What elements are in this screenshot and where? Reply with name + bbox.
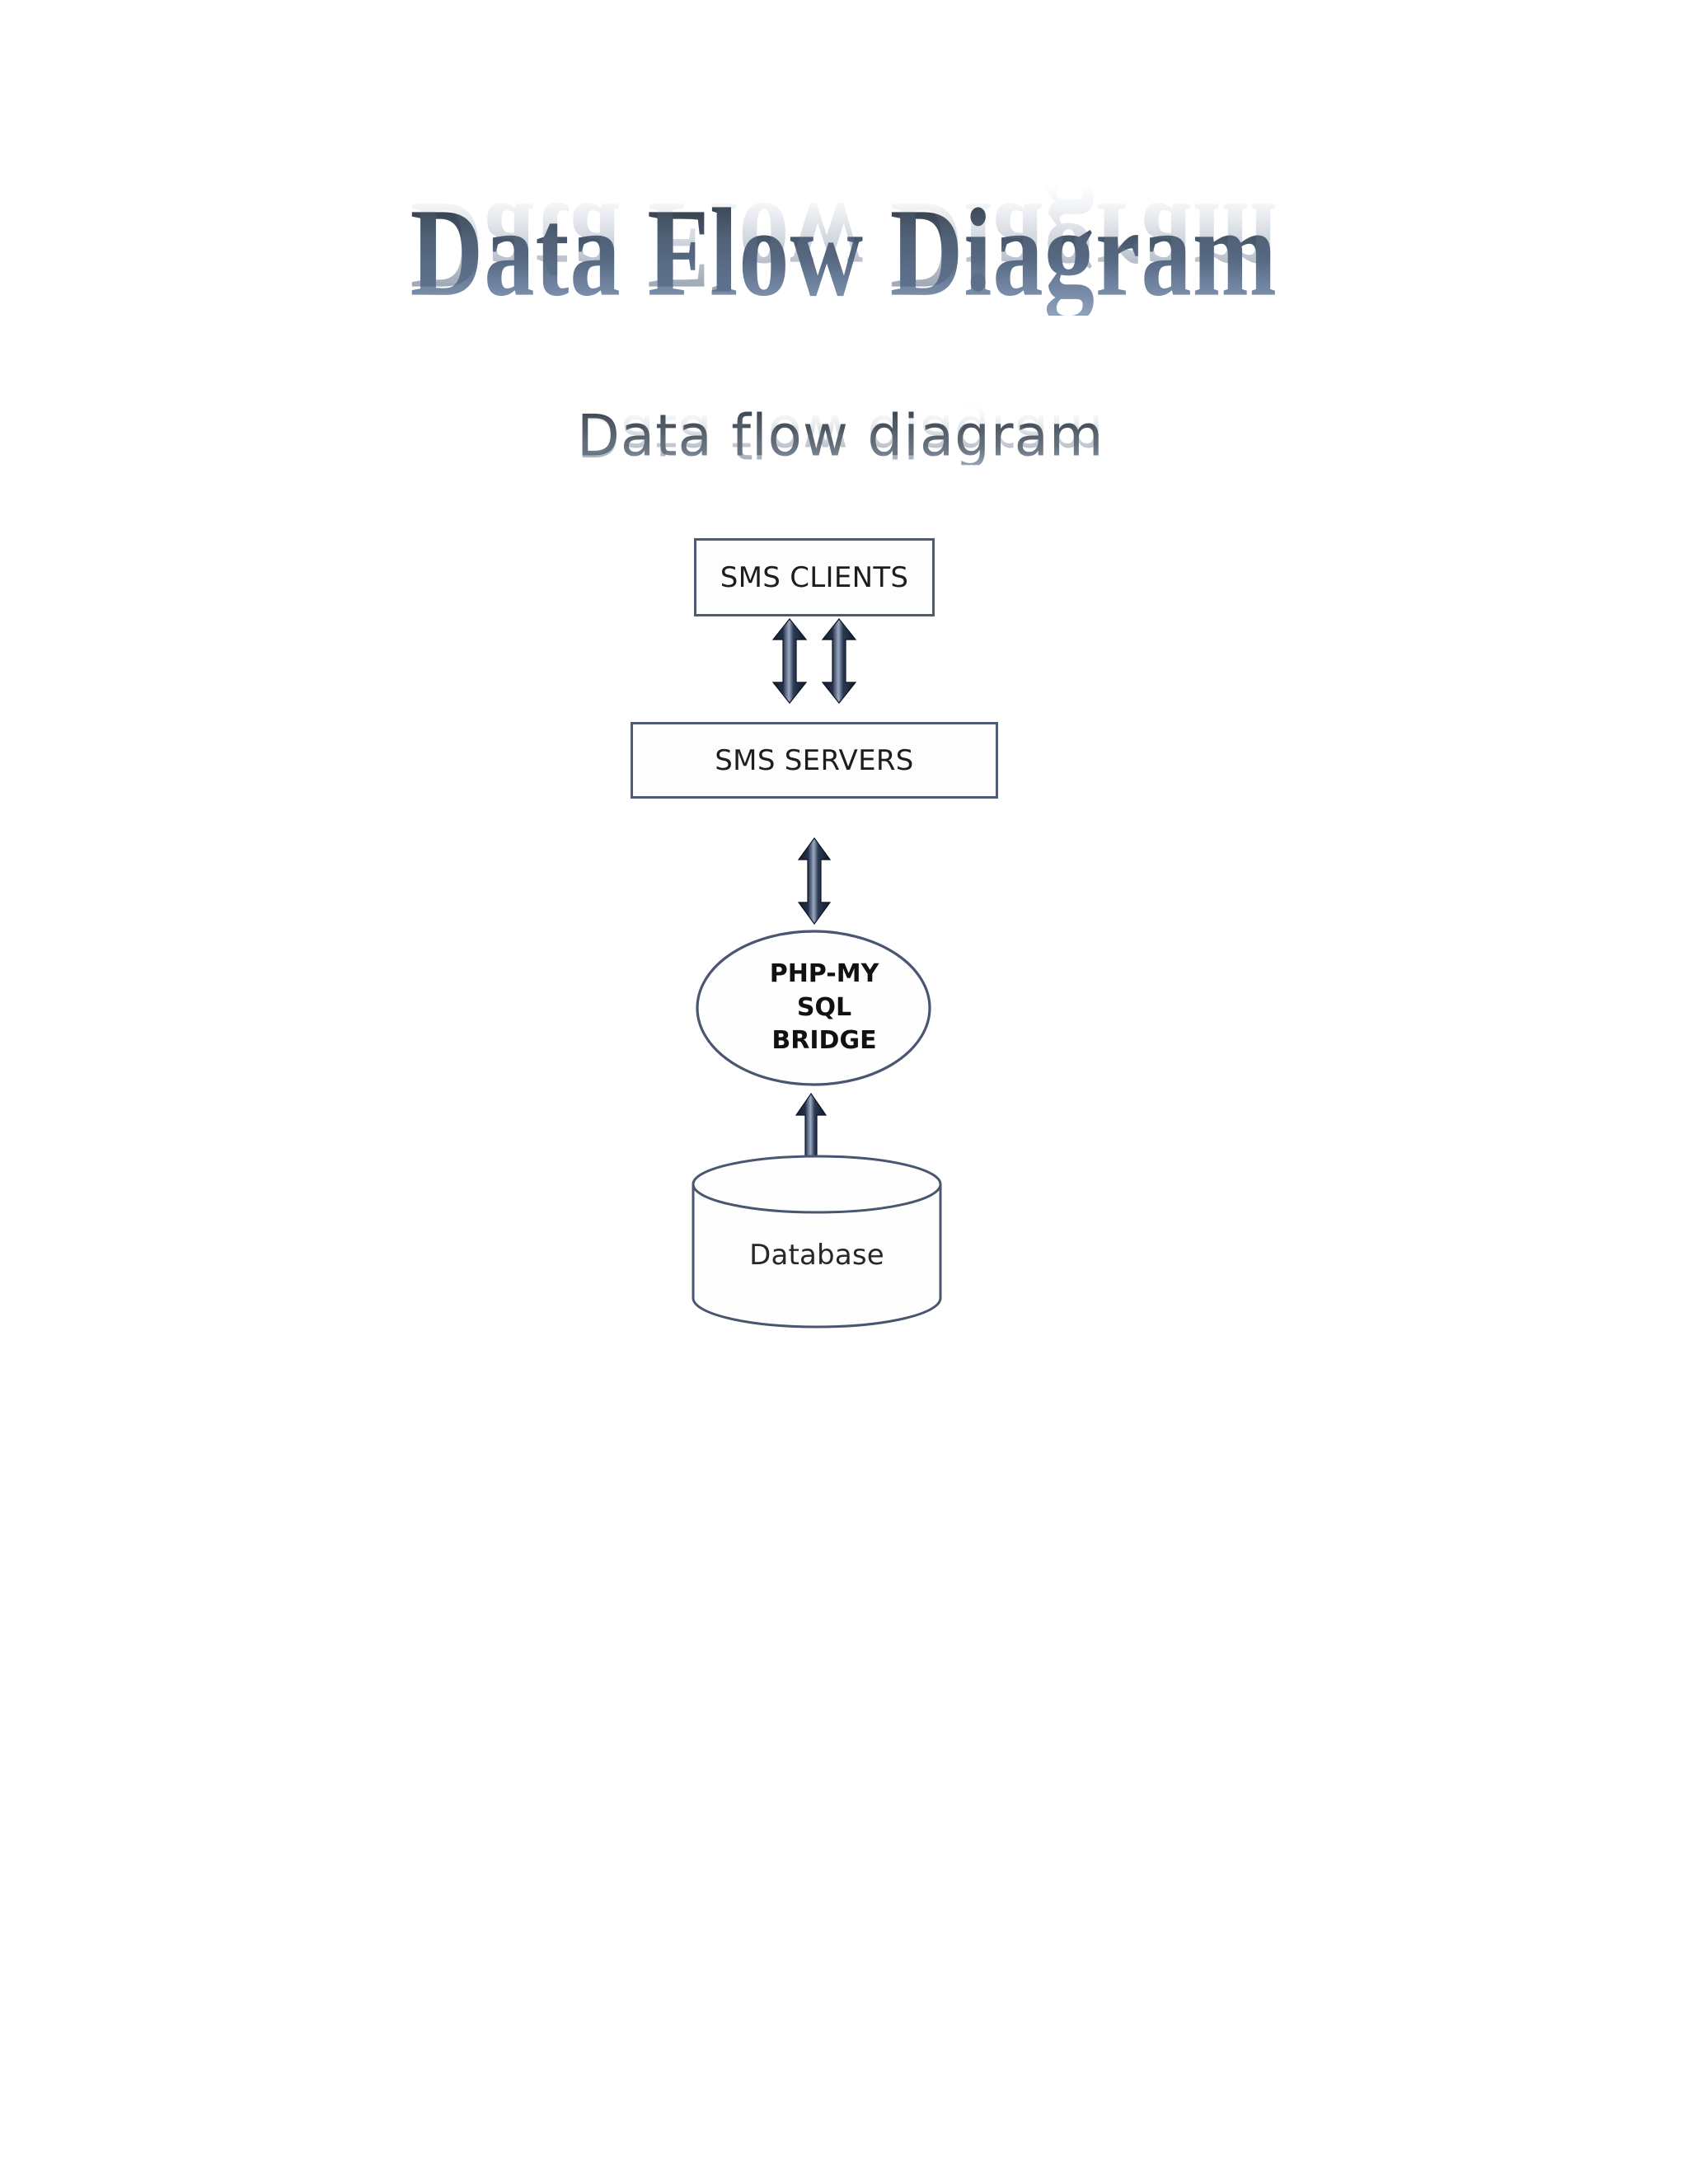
- node-sms-clients[interactable]: SMS CLIENTS: [694, 538, 935, 616]
- node-sms-servers-label: SMS SERVERS: [715, 743, 914, 777]
- page-subtitle-reflection-text: Data flow diagram: [577, 401, 1104, 469]
- node-database-label-text: Database: [749, 1239, 884, 1272]
- page-title: Data Flow Diagram: [0, 181, 1688, 404]
- node-php-my-sql-bridge[interactable]: PHP-MY SQL BRIDGE: [695, 929, 932, 1087]
- ellipse-shape: [696, 930, 931, 1086]
- page-subtitle-text: Data flow diagram: [577, 402, 1104, 470]
- page-title-text: Data Flow Diagram: [410, 181, 1278, 323]
- arrow-sms-servers-php-my-sql-bridge: [793, 837, 836, 926]
- node-sms-clients-label: SMS CLIENTS: [720, 560, 909, 594]
- node-database-label: Database: [691, 1154, 943, 1329]
- arrow-sms-clients-sms-servers-right: [818, 618, 860, 704]
- node-sms-servers[interactable]: SMS SERVERS: [631, 722, 998, 799]
- bridge-label-line-3: BRIDGE: [771, 1026, 877, 1056]
- page-title-reflection: Data Flow Diagram: [0, 176, 1688, 418]
- bridge-label-line-2: SQL: [796, 992, 852, 1022]
- arrow-sms-clients-sms-servers-left: [768, 618, 811, 704]
- node-php-my-sql-bridge-label: PHP-MY SQL BRIDGE: [695, 929, 932, 1087]
- node-database[interactable]: Database: [691, 1154, 943, 1329]
- page-title-reflection-text: Data Flow Diagram: [410, 176, 1278, 317]
- cylinder-shape: [692, 1155, 942, 1329]
- page-subtitle-reflection: Data flow diagram: [577, 401, 1104, 518]
- bridge-label-line-1: PHP-MY: [769, 958, 879, 988]
- page-subtitle: Data flow diagram: [577, 402, 1104, 507]
